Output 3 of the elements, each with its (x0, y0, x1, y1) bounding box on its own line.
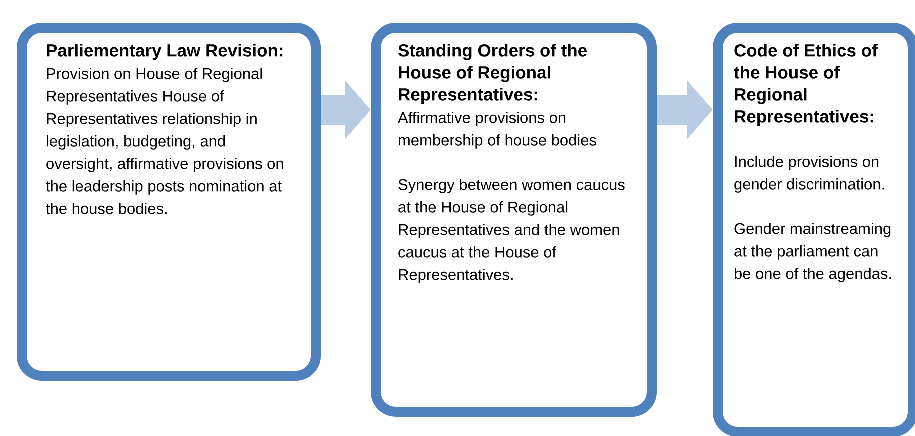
text-box: Code of Ethics of the House of Regional Representatives: Include provisions on gender discrimination. Gender mainstreaming at the parliament can be one of the agendas. (713, 23, 915, 436)
text-box: Standing Orders of the House of Regional Representatives: Affirmative provisions on membership of house bodies Synergy between women caucus at the House of Regional Representatives and the women caucus at the House of Representatives. (371, 23, 657, 417)
text-box: Parliementary Law Revision: Provision on House of Regional Representatives House of Representatives relationship in legislation, budgeting, and oversight, affirmative provisions on the leadership posts nomination at the house bodies. (17, 23, 321, 381)
